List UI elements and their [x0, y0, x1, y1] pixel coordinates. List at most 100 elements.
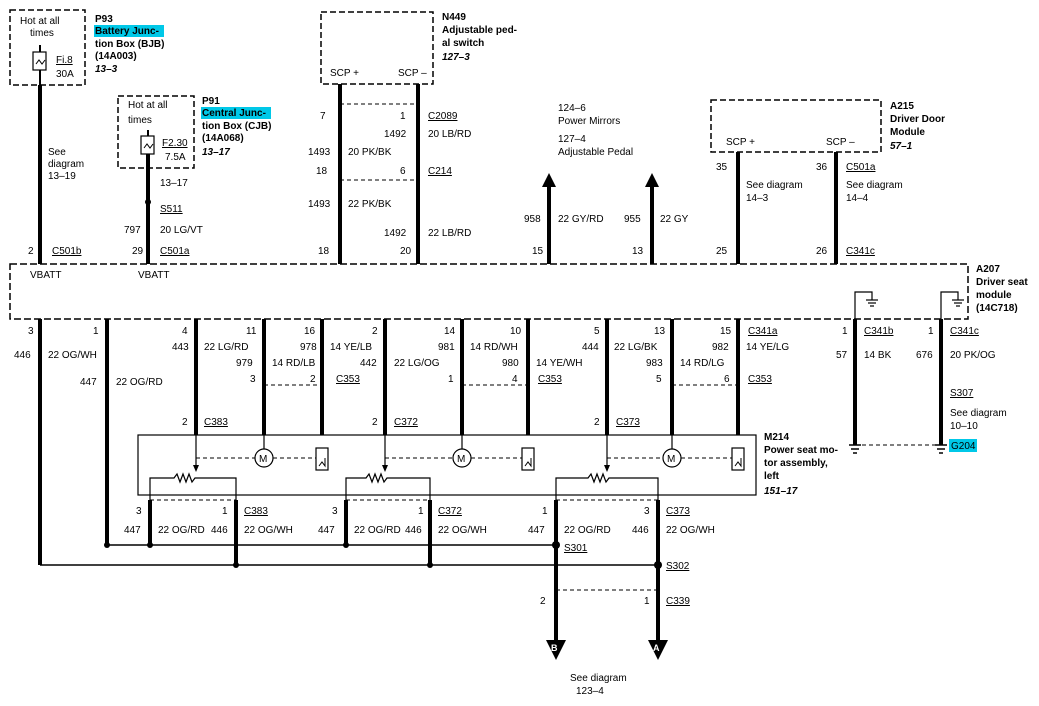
svg-text:14 BK: 14 BK: [864, 350, 892, 361]
svg-text:1: 1: [222, 506, 228, 517]
svg-text:F2.30: F2.30: [162, 138, 188, 149]
svg-text:C501b: C501b: [52, 246, 82, 257]
svg-text:(14A068): (14A068): [202, 133, 244, 144]
svg-text:2: 2: [28, 246, 34, 257]
svg-text:25: 25: [716, 246, 728, 257]
svg-text:5: 5: [656, 374, 662, 385]
svg-text:C341a: C341a: [748, 326, 778, 337]
svg-text:124–6: 124–6: [558, 103, 586, 114]
svg-text:446: 446: [14, 350, 31, 361]
svg-text:13–3: 13–3: [95, 64, 118, 75]
svg-text:20 PK/BK: 20 PK/BK: [348, 147, 392, 158]
svg-text:14 RD/LB: 14 RD/LB: [272, 358, 316, 369]
m214-power-seat-motor-assembly: M214 Power seat mo- tor assembly, left 1…: [137, 417, 838, 500]
svg-text:446: 446: [211, 525, 228, 536]
svg-text:22 OG/RD: 22 OG/RD: [116, 377, 163, 388]
svg-text:22 GY/RD: 22 GY/RD: [558, 214, 604, 225]
svg-text:Power Mirrors: Power Mirrors: [558, 116, 620, 127]
svg-text:30A: 30A: [56, 69, 74, 80]
svg-text:3: 3: [644, 506, 650, 517]
svg-text:C501a: C501a: [160, 246, 190, 257]
svg-text:983: 983: [646, 358, 663, 369]
svg-text:22 OG/RD: 22 OG/RD: [564, 525, 611, 536]
svg-text:22 LG/OG: 22 LG/OG: [394, 358, 440, 369]
svg-text:(14A003): (14A003): [95, 51, 137, 62]
svg-text:A207: A207: [976, 264, 1000, 275]
svg-text:22 OG/RD: 22 OG/RD: [354, 525, 401, 536]
svg-text:20: 20: [400, 246, 412, 257]
svg-text:22 PK/BK: 22 PK/BK: [348, 199, 392, 210]
svg-text:A: A: [653, 643, 660, 653]
svg-text:14–4: 14–4: [846, 193, 869, 204]
svg-text:4: 4: [512, 374, 518, 385]
svg-text:2: 2: [372, 417, 378, 428]
svg-text:1: 1: [418, 506, 424, 517]
svg-text:1: 1: [542, 506, 548, 517]
svg-text:1: 1: [400, 111, 406, 122]
svg-text:447: 447: [80, 377, 97, 388]
svg-text:20 LG/VT: 20 LG/VT: [160, 225, 203, 236]
svg-text:14: 14: [444, 326, 456, 337]
svg-text:See diagram: See diagram: [846, 180, 903, 191]
svg-text:P93: P93: [95, 14, 113, 25]
svg-text:13–17: 13–17: [202, 147, 230, 158]
n449-adjustable-pedal-switch: SCP + SCP – N449 Adjustable ped- al swit…: [308, 11, 517, 264]
svg-text:18: 18: [316, 166, 328, 177]
svg-text:6: 6: [400, 166, 406, 177]
svg-text:S511: S511: [160, 204, 183, 215]
svg-text:Power seat mo-: Power seat mo-: [764, 445, 838, 456]
svg-text:3: 3: [332, 506, 338, 517]
svg-text:C501a: C501a: [846, 162, 876, 173]
svg-text:22 OG/WH: 22 OG/WH: [48, 350, 97, 361]
svg-text:C341c: C341c: [950, 326, 979, 337]
svg-text:123–4: 123–4: [576, 686, 604, 697]
svg-text:See diagram: See diagram: [746, 180, 803, 191]
svg-text:22 OG/RD: 22 OG/RD: [158, 525, 205, 536]
svg-text:14–3: 14–3: [746, 193, 769, 204]
svg-text:B: B: [551, 643, 558, 653]
svg-text:35: 35: [716, 162, 728, 173]
c341a-wires: 3 1 4 11 16 2 14 10 5 13 15 C341a 446 22…: [14, 319, 789, 565]
svg-text:15: 15: [720, 326, 732, 337]
svg-text:1493: 1493: [308, 147, 331, 158]
a207-driver-seat-module: A207 Driver seat module (14C718): [9, 263, 1028, 320]
svg-text:447: 447: [318, 525, 335, 536]
svg-text:C383: C383: [244, 506, 268, 517]
arrow-b: [546, 640, 566, 660]
svg-text:978: 978: [300, 342, 317, 353]
svg-text:Adjustable Pedal: Adjustable Pedal: [558, 147, 633, 158]
svg-text:1: 1: [928, 326, 934, 337]
svg-text:57–1: 57–1: [890, 141, 913, 152]
svg-text:10: 10: [510, 326, 522, 337]
svg-text:M: M: [457, 454, 465, 465]
svg-text:20 PK/OG: 20 PK/OG: [950, 350, 996, 361]
svg-text:times: times: [128, 115, 152, 126]
svg-text:module: module: [976, 290, 1012, 301]
svg-text:151–17: 151–17: [764, 486, 798, 497]
svg-text:127–3: 127–3: [442, 52, 470, 63]
svg-text:16: 16: [304, 326, 316, 337]
svg-text:2: 2: [182, 417, 188, 428]
svg-text:Hot at all: Hot at all: [20, 16, 59, 27]
svg-text:See: See: [48, 147, 66, 158]
svg-text:C373: C373: [616, 417, 640, 428]
svg-text:left: left: [764, 471, 780, 482]
svg-text:22 LG/BK: 22 LG/BK: [614, 342, 658, 353]
p93-battery-junction-box: Hot at all times Fi.8 30A P93 Battery Ju…: [9, 9, 164, 182]
svg-text:1: 1: [644, 596, 650, 607]
svg-text:982: 982: [712, 342, 729, 353]
p91-central-junction-box: Hot at all times F2.30 7.5A P91 Central …: [117, 95, 271, 236]
svg-text:444: 444: [582, 342, 599, 353]
svg-text:Hot at all: Hot at all: [128, 100, 167, 111]
svg-text:1492: 1492: [384, 228, 407, 239]
svg-text:446: 446: [632, 525, 649, 536]
svg-text:14 YE/LB: 14 YE/LB: [330, 342, 372, 353]
svg-text:447: 447: [124, 525, 141, 536]
bjb-highlight: [94, 25, 164, 37]
svg-text:Battery Junc-: Battery Junc-: [95, 26, 159, 37]
svg-text:SCP +: SCP +: [330, 68, 359, 79]
svg-text:S301: S301: [564, 543, 588, 554]
svg-text:22 LG/RD: 22 LG/RD: [204, 342, 248, 353]
svg-text:127–4: 127–4: [558, 134, 586, 145]
